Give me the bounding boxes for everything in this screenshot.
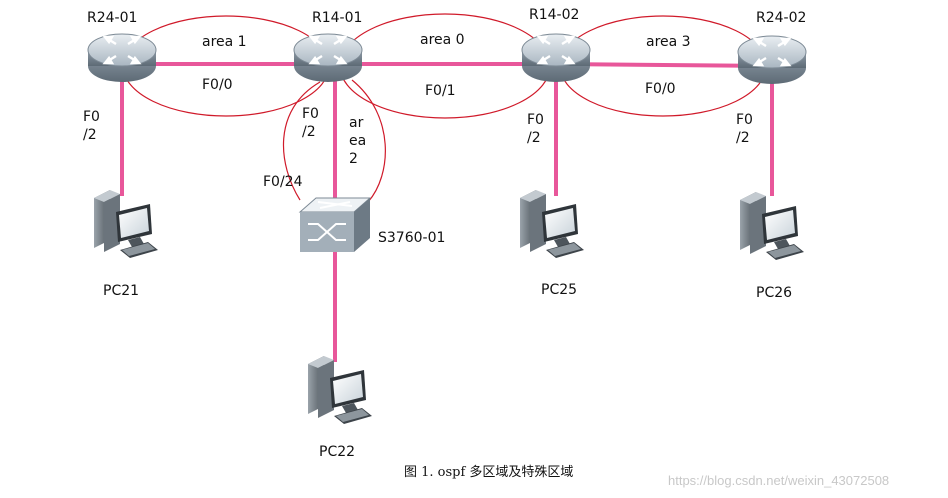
label-pc21: PC21 (103, 283, 140, 299)
router-r2401-icon (86, 32, 158, 84)
port-r2401-f02: F0 /2 (83, 109, 100, 143)
area-2-ring-right (351, 79, 386, 203)
router-r2402-icon (736, 34, 808, 86)
label-r1401: R14-01 (312, 10, 363, 26)
label-area-3: area 3 (646, 34, 691, 50)
link-r1402-r2402 (555, 62, 773, 68)
links (120, 62, 774, 362)
label-area-1: area 1 (202, 34, 247, 50)
figure-caption: 图 1. ospf 多区域及特殊区域 (404, 465, 574, 480)
port-r1401-f02: F0 /2 (302, 106, 319, 140)
port-r2402-f02: F0 /2 (736, 112, 753, 146)
pc21-icon (94, 190, 158, 258)
router-r1402-icon (520, 32, 592, 84)
label-r2402: R24-02 (756, 10, 807, 26)
watermark: https://blog.csdn.net/weixin_43072508 (668, 473, 890, 488)
port-r2402-f00: F0/0 (645, 81, 676, 97)
label-area-2: ar ea 2 (349, 115, 367, 167)
label-r1402: R14-02 (529, 7, 580, 23)
router-r1401-icon (292, 32, 364, 84)
area-2-ring-left (282, 81, 321, 201)
label-area-0: area 0 (420, 32, 465, 48)
port-s3760-f024: F0/24 (263, 174, 303, 190)
pc22-icon (308, 356, 372, 424)
port-r1402-f02: F0 /2 (527, 112, 544, 146)
pc25-icon (520, 190, 584, 258)
label-pc26: PC26 (756, 285, 793, 301)
switch-s3760-icon (298, 197, 372, 252)
port-r2401-f00: F0/0 (202, 77, 233, 93)
label-s3760: S3760-01 (378, 230, 446, 246)
port-r1401-f01: F0/1 (425, 83, 456, 99)
label-pc25: PC25 (541, 282, 578, 298)
label-r2401: R24-01 (87, 10, 138, 26)
pc26-icon (740, 192, 804, 260)
label-pc22: PC22 (319, 444, 356, 460)
